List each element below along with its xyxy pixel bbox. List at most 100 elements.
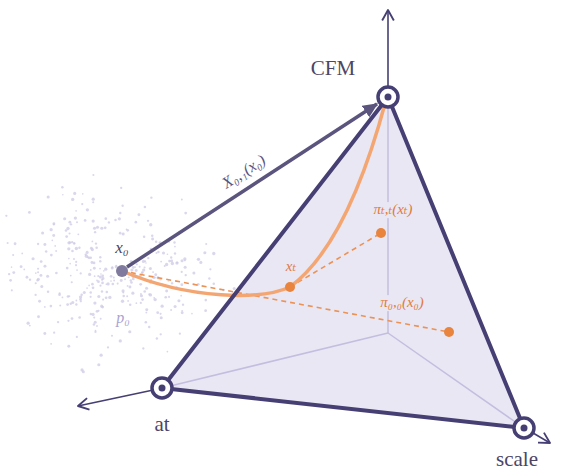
sample-dot	[66, 267, 69, 270]
sample-dot	[52, 234, 55, 237]
sample-dot	[65, 235, 68, 238]
sample-dot	[127, 285, 129, 287]
sample-dot	[108, 221, 110, 223]
sample-dot	[160, 261, 162, 263]
sample-dot	[144, 266, 146, 268]
sample-dot	[80, 368, 83, 371]
sample-dot	[164, 296, 167, 299]
sample-dot	[77, 233, 79, 235]
sample-dot	[145, 308, 148, 311]
sample-dot	[74, 216, 77, 219]
sample-dot	[183, 257, 186, 260]
sample-dot	[92, 198, 95, 201]
sample-dot	[106, 291, 109, 294]
sample-dot	[181, 271, 183, 273]
sample-dot	[94, 275, 96, 277]
sample-dot	[50, 343, 52, 345]
sample-dot	[104, 217, 107, 220]
sample-dot	[20, 265, 23, 268]
sample-dot	[44, 306, 46, 308]
sample-dot	[71, 281, 73, 283]
sample-dot	[154, 277, 156, 279]
sample-dot	[90, 296, 92, 298]
simplex-edge	[162, 97, 524, 428]
point-label: x₀	[113, 239, 130, 257]
sample-dot	[119, 339, 122, 342]
sample-dot	[173, 241, 175, 243]
sample-dot	[21, 253, 23, 255]
sample-dot	[165, 289, 168, 292]
sample-dot	[170, 259, 173, 262]
sample-dot	[121, 205, 123, 207]
sample-dot	[62, 194, 64, 196]
sample-dot	[7, 242, 9, 244]
point-label: πₜ,ₜ(xₜ)	[371, 202, 414, 218]
sample-dot	[199, 261, 202, 264]
sample-dot	[37, 271, 39, 273]
sample-dot	[99, 256, 101, 258]
sample-dot	[149, 293, 152, 296]
sample-dot	[91, 283, 94, 286]
sample-dot	[80, 294, 82, 296]
sample-dot	[73, 242, 75, 244]
sample-dot	[159, 313, 161, 315]
sample-dot	[149, 223, 152, 226]
sample-dot	[174, 246, 176, 248]
sample-dot	[100, 318, 102, 320]
sample-dot	[95, 246, 98, 249]
sample-dot	[71, 241, 73, 243]
sample-dot	[101, 279, 103, 281]
sample-dot	[86, 251, 89, 254]
sample-dot	[53, 223, 55, 225]
sample-dot	[145, 312, 147, 314]
sample-dot	[122, 289, 125, 292]
sample-dot	[88, 285, 90, 287]
sample-dot	[197, 258, 200, 261]
sample-dot	[91, 261, 94, 264]
sample-dot	[71, 198, 74, 201]
sample-dot	[180, 295, 182, 297]
sample-dot	[92, 286, 95, 289]
distribution-label: p₀	[114, 310, 132, 327]
sample-dot	[180, 283, 183, 286]
sample-dot	[148, 326, 150, 328]
sample-dot	[170, 256, 172, 258]
sample-dot	[233, 287, 236, 290]
sample-dot	[90, 291, 92, 293]
sample-dot	[155, 252, 157, 254]
sample-dot	[143, 236, 146, 239]
sample-dot	[151, 235, 154, 238]
sample-dot	[28, 211, 31, 214]
sample-dot	[54, 245, 56, 247]
sample-dot	[47, 291, 49, 293]
sample-dot	[50, 254, 53, 257]
axis-arrow	[387, 10, 389, 90]
sample-dot	[157, 251, 159, 253]
sample-dot	[92, 201, 94, 203]
sample-dot	[52, 222, 55, 225]
sample-dot	[92, 313, 95, 316]
sample-dot	[81, 203, 83, 205]
sample-dot	[41, 231, 44, 234]
sample-dot	[47, 195, 50, 198]
sample-dot	[23, 269, 25, 271]
vertex-marker	[514, 418, 534, 438]
sample-dot	[111, 267, 114, 270]
sample-dot	[65, 229, 68, 232]
sample-dot	[97, 275, 99, 277]
sample-dot	[120, 187, 122, 189]
sample-dot	[50, 228, 53, 231]
sample-dot	[94, 231, 96, 233]
sample-dot	[174, 252, 176, 254]
sample-dot	[209, 268, 211, 270]
sample-dot	[96, 226, 99, 229]
sample-dot	[147, 220, 149, 222]
sample-dot	[55, 250, 57, 252]
sample-dot	[71, 250, 74, 253]
sample-dot	[126, 295, 128, 297]
vertex-label: CFM	[309, 57, 357, 79]
sample-dot	[212, 252, 215, 255]
sample-dot	[128, 330, 131, 333]
sample-dot	[160, 305, 163, 308]
sample-dot	[75, 303, 77, 305]
